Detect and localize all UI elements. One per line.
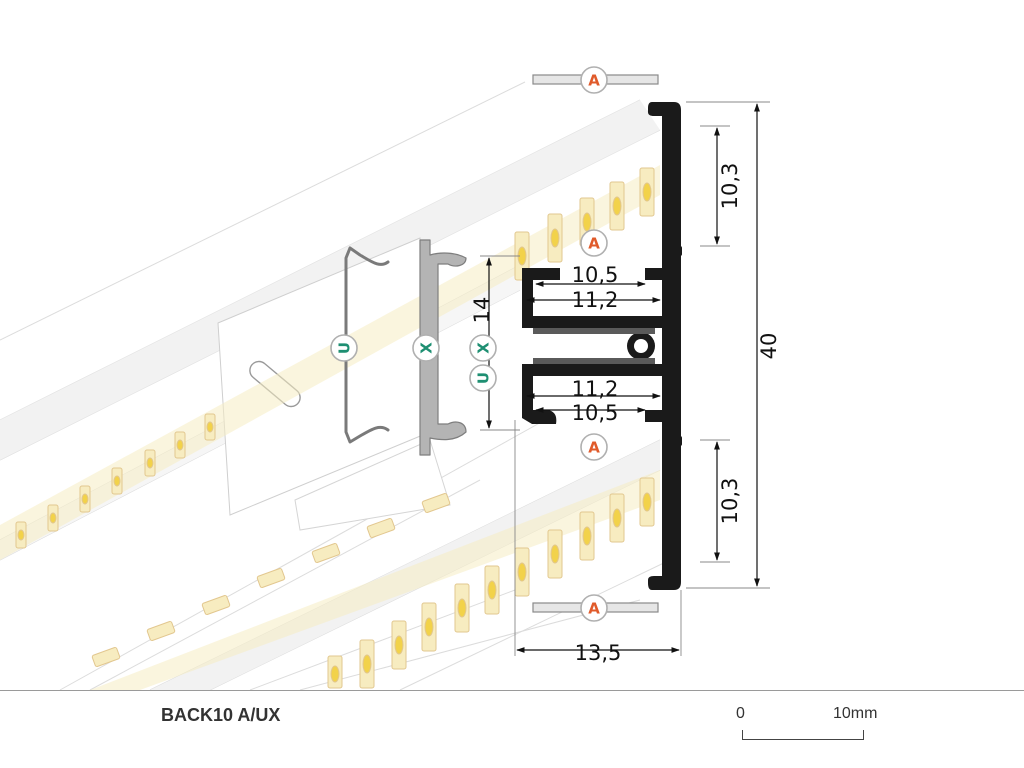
dim-channel-inner-top: 10,5 (572, 263, 619, 287)
svg-text:A: A (588, 439, 600, 457)
dim-upper-fin-height: 10,3 (718, 163, 742, 210)
badge-clip-x-side: X (469, 334, 497, 362)
badge-cover-bottom: A (580, 594, 608, 622)
dim-channel-outer-bottom: 11,2 (572, 377, 619, 401)
profile-cross-section (522, 102, 682, 590)
badge-cover-lower: A (580, 433, 608, 461)
led-strip-lower (90, 470, 660, 690)
svg-text:X: X (418, 342, 436, 354)
svg-text:X: X (475, 342, 493, 354)
dim-channel-outer-top: 11,2 (572, 288, 619, 312)
dim-total-height: 40 (757, 333, 781, 360)
badge-clip-u-side: U (469, 364, 497, 392)
svg-text:A: A (588, 235, 600, 253)
footer-divider (0, 690, 1024, 691)
led-strip-upper (0, 165, 660, 560)
badge-cover-upper: A (580, 229, 608, 257)
badge-cover-top: A (580, 66, 608, 94)
dim-lower-fin-height: 10,3 (718, 478, 742, 525)
end-cap-plate (217, 237, 451, 531)
clip-x-shape (419, 239, 467, 456)
scale-label-start: 0 (736, 705, 745, 722)
scale-bar (742, 730, 864, 740)
dim-clip-height: 14 (470, 297, 494, 324)
led-chips (15, 167, 655, 689)
dim-channel-inner-bottom: 10,5 (572, 401, 619, 425)
dim-profile-width: 13,5 (575, 641, 622, 665)
svg-text:A: A (588, 600, 600, 618)
badge-clip-x: X (412, 334, 440, 362)
svg-text:U: U (336, 342, 354, 354)
svg-text:A: A (588, 72, 600, 90)
scale-label-end: 10mm (833, 705, 878, 722)
svg-text:U: U (475, 372, 493, 384)
dimension-lines (480, 101, 770, 656)
product-title: BACK10 A/UX (161, 705, 281, 725)
badge-clip-u: U (330, 334, 358, 362)
